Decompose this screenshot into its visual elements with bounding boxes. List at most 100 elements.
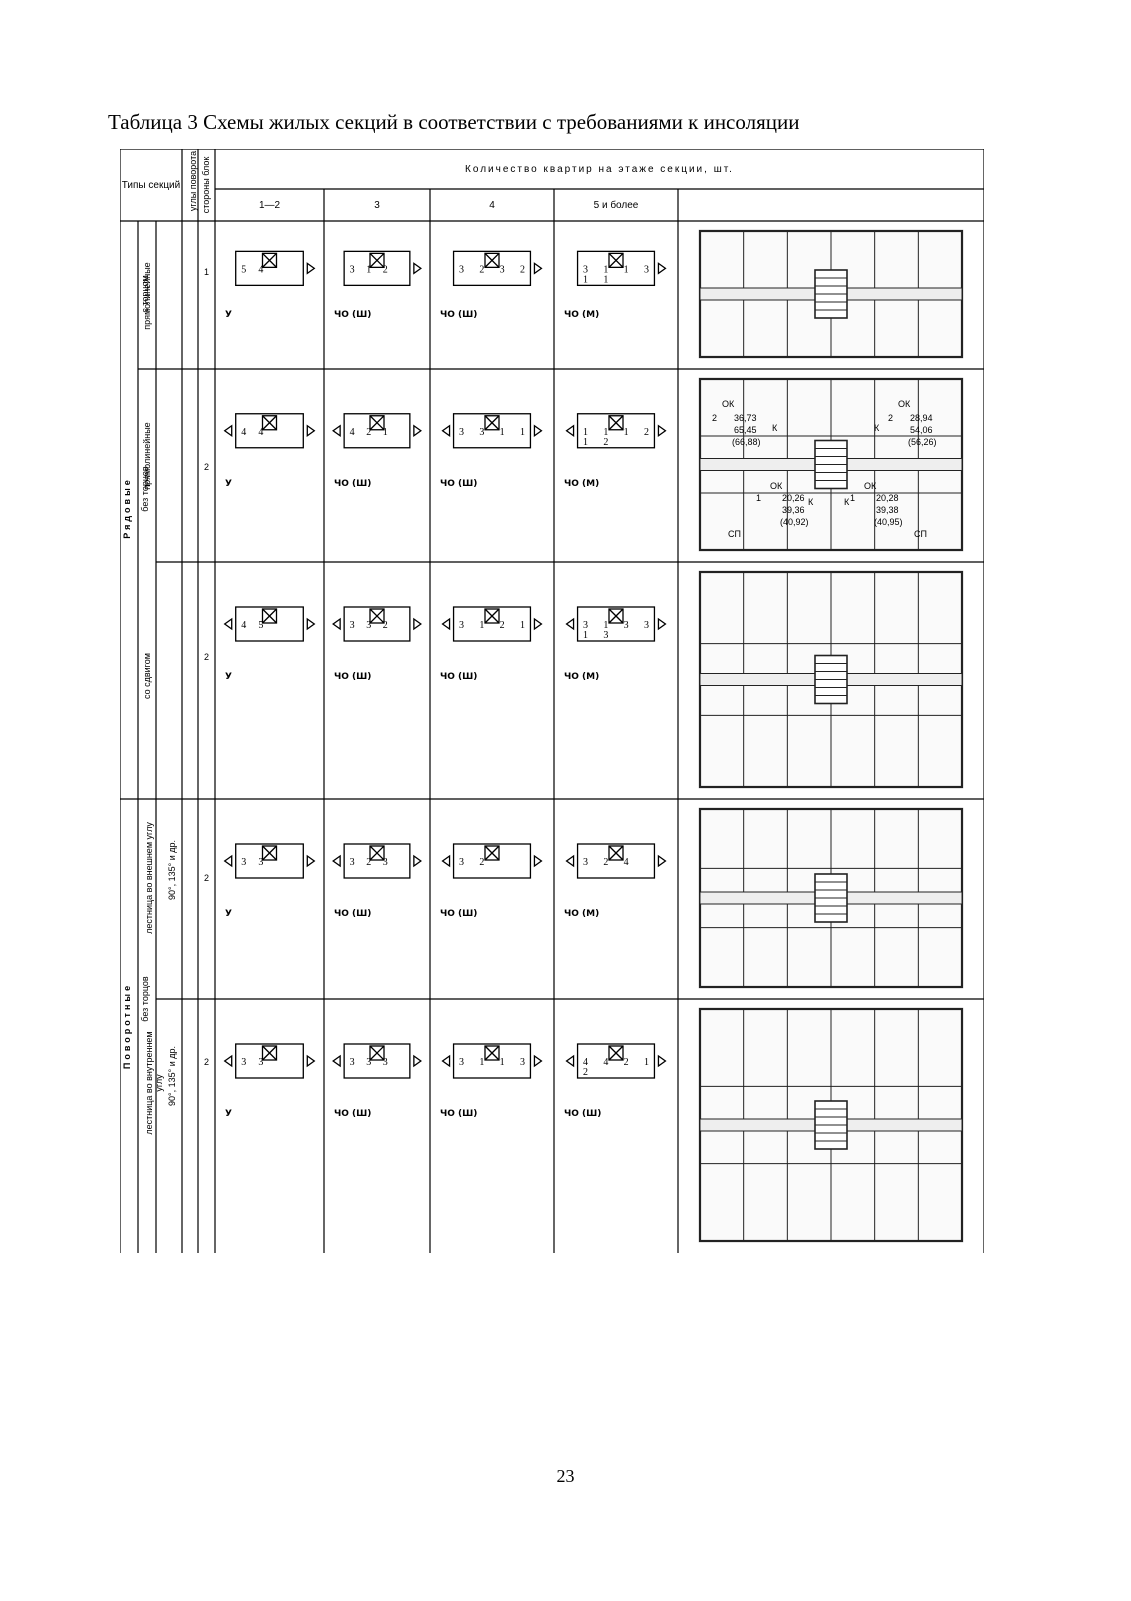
schema-r5-c3: 3 1 1 3 — [430, 999, 554, 1253]
apartment-count-label: 3 — [366, 620, 371, 631]
insolation-note: У — [225, 909, 232, 919]
plan-label: К — [874, 423, 880, 433]
group-turn: Поворотные — [122, 982, 132, 1070]
apartment-count-label: 3 — [459, 857, 464, 868]
apartment-count-label: 5 — [241, 264, 246, 275]
header-sides: стороны блок — [201, 156, 211, 214]
apartment-count-label: 1 — [603, 274, 608, 285]
header-count-5: 5 и более — [593, 199, 639, 211]
apartment-count-label: 4 — [241, 427, 246, 438]
apartment-count-label: 3 — [603, 630, 608, 641]
apartment-count-label: 4 — [258, 264, 263, 275]
apartment-count-label: 1 — [520, 427, 525, 438]
apartment-count-label: 1 — [603, 427, 608, 438]
apartment-count-label: 3 — [624, 620, 629, 631]
apartment-count-label: 3 — [350, 857, 355, 868]
insolation-note: ЧО (Ш) — [440, 672, 478, 682]
apartment-count-label: 1 — [583, 274, 588, 285]
row-1-num: 1 — [204, 267, 210, 277]
apartment-count-label: 3 — [459, 1057, 464, 1068]
apartment-count-label: 3 — [520, 1057, 525, 1068]
apartment-count-label: 2 — [366, 427, 371, 438]
insolation-note: ЧО (Ш) — [440, 1109, 478, 1119]
apartment-count-label: 2 — [624, 1057, 629, 1068]
plan-label: 65,45 — [734, 425, 757, 435]
apartment-count-label: 3 — [258, 857, 263, 868]
apartment-count-label: 3 — [644, 620, 649, 631]
apartment-count-label: 2 — [603, 437, 608, 448]
apartment-count-label: 2 — [366, 857, 371, 868]
apartment-count-label: 1 — [479, 620, 484, 631]
plan-label: (66,88) — [732, 437, 761, 447]
insolation-note: У — [225, 672, 232, 682]
apartment-count-label: 4 — [258, 427, 263, 438]
floor-plan-r3 — [698, 570, 964, 789]
header-types: Типы секций — [121, 179, 181, 191]
row-3-subtype: со сдвигом — [142, 653, 152, 699]
apartment-count-label: 1 — [500, 1057, 505, 1068]
plan-label: ОК — [898, 399, 911, 409]
header-count-3: 3 — [374, 199, 380, 211]
apartment-count-label: 3 — [500, 264, 505, 275]
row-2-subtype: прямолинейные — [142, 422, 152, 490]
apartment-count-label: 3 — [241, 857, 246, 868]
apartment-count-label: 1 — [383, 427, 388, 438]
apartment-count-label: 1 — [644, 1057, 649, 1068]
insolation-note: ЧО (М) — [564, 672, 600, 682]
apartment-count-label: 3 — [350, 620, 355, 631]
insolation-note: ЧО (Ш) — [334, 479, 372, 489]
apartment-count-label: 2 — [644, 427, 649, 438]
insolation-note: ЧО (Ш) — [440, 479, 478, 489]
apartment-count-label: 2 — [479, 857, 484, 868]
apartment-count-label: 2 — [479, 264, 484, 275]
apartment-count-label: 4 — [624, 857, 629, 868]
apartment-count-label: 3 — [644, 264, 649, 275]
apartment-count-label: 1 — [583, 427, 588, 438]
header-apartments: Количество квартир на этаже секции, шт. — [465, 163, 734, 175]
insolation-note: ЧО (Ш) — [564, 1109, 602, 1119]
apartment-count-label: 1 — [479, 1057, 484, 1068]
insolation-table: Типы секций углы поворота стороны блок К… — [120, 149, 984, 1253]
apartment-count-label: 1 — [583, 437, 588, 448]
insolation-note: ЧО (Ш) — [334, 672, 372, 682]
insolation-note: ЧО (Ш) — [334, 909, 372, 919]
apartment-count-label: 3 — [583, 620, 588, 631]
plan-label: 54,06 — [910, 425, 933, 435]
insolation-note: ЧО (Ш) — [334, 309, 372, 320]
apartment-count-label: 4 — [241, 620, 246, 631]
plan-label: К — [808, 497, 814, 507]
apartment-count-label: 3 — [459, 620, 464, 631]
insolation-note: ЧО (М) — [564, 479, 600, 489]
plan-label: (40,92) — [780, 517, 809, 527]
plan-label: 1 — [756, 493, 761, 503]
apartment-count-label: 1 — [583, 630, 588, 641]
row-4-num: 2 — [204, 873, 210, 883]
apartment-count-label: 3 — [459, 264, 464, 275]
apartment-count-label: 3 — [366, 1057, 371, 1068]
plan-label: 39,38 — [876, 505, 899, 515]
row-5-angle: 90°, 135° и др. — [167, 1046, 177, 1107]
insolation-note: ЧО (М) — [564, 309, 600, 320]
insolation-note: ЧО (М) — [564, 909, 600, 919]
apartment-count-label: 1 — [603, 620, 608, 631]
apartment-count-label: 1 — [624, 427, 629, 438]
row-1-subtype: прямолинейные — [142, 262, 152, 330]
apartment-count-label: 4 — [583, 1057, 588, 1068]
apartment-count-label: 3 — [350, 264, 355, 275]
apartment-count-label: 2 — [603, 857, 608, 868]
group-row: Рядовые — [122, 477, 132, 539]
row-3-num: 2 — [204, 652, 210, 662]
